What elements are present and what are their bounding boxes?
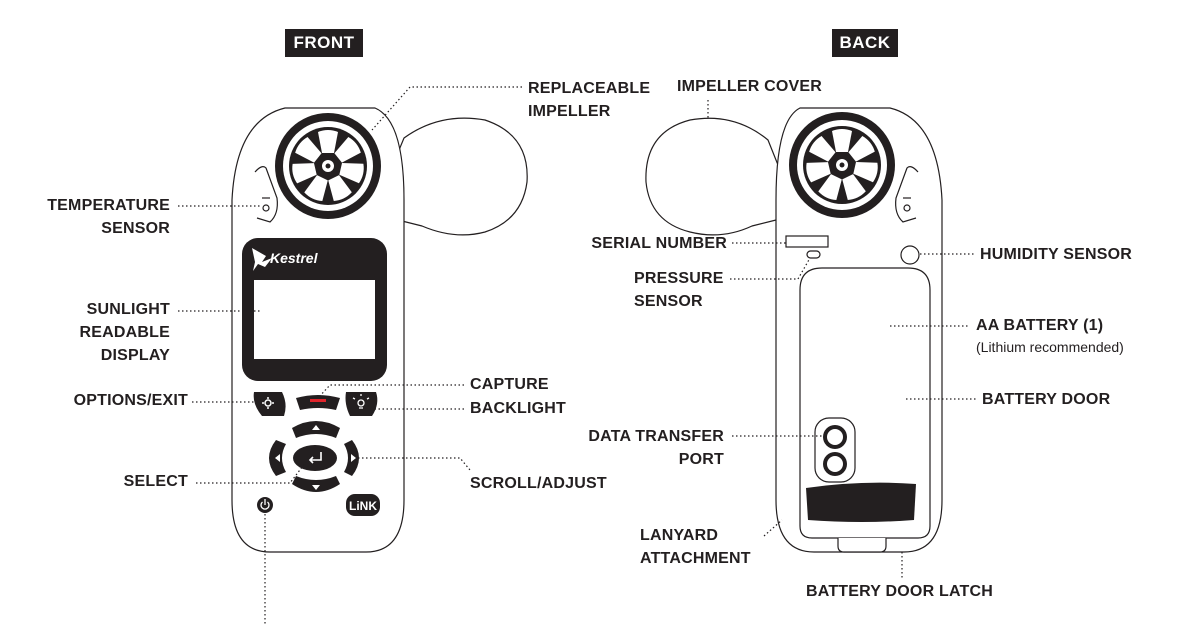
back-header: BACK [832, 29, 898, 57]
front-header: FRONT [285, 29, 363, 57]
enter-icon [308, 452, 322, 464]
power-icon [260, 499, 270, 510]
capture-button[interactable] [296, 395, 340, 410]
temperature-sensor-icon [254, 166, 278, 223]
label-aa-battery: AA BATTERY (1) [976, 317, 1104, 334]
label-replaceable-impeller: REPLACEABLE IMPELLER [528, 80, 651, 120]
label-humidity-sensor: HUMIDITY SENSOR [980, 246, 1133, 263]
link-badge [346, 494, 380, 516]
label-options-exit: OPTIONS/EXIT [73, 392, 188, 409]
left-arrow-icon [275, 454, 280, 462]
back-impeller-icon [789, 112, 895, 218]
battery-door-latch-tab [837, 538, 887, 553]
front-impeller-icon [275, 113, 381, 219]
lightbulb-icon [352, 394, 370, 409]
humidity-sensor-port [900, 245, 920, 265]
capture-indicator [310, 399, 326, 402]
label-battery-door: BATTERY DOOR [982, 391, 1111, 408]
label-serial-number: SERIAL NUMBER [591, 235, 727, 252]
back-impeller-cover [645, 117, 797, 236]
label-lanyard-attachment: LANYARD ATTACHMENT [640, 527, 751, 567]
left-button[interactable] [269, 440, 286, 476]
label-backlight: BACKLIGHT [470, 400, 567, 417]
bird-logo-icon [252, 248, 272, 271]
pressure-sensor-port [806, 250, 821, 259]
down-arrow-icon [312, 485, 320, 490]
power-button[interactable] [257, 497, 273, 513]
battery-door-grip [806, 482, 916, 522]
label-select: SELECT [123, 473, 188, 490]
link-badge-text: LiNK [349, 499, 377, 513]
serial-number-plate [785, 235, 829, 248]
up-button[interactable] [292, 421, 340, 438]
right-button[interactable] [344, 440, 359, 476]
front-device: Kestrel [231, 107, 528, 553]
right-arrow-icon [351, 454, 356, 462]
brand-name: Kestrel [270, 250, 319, 266]
label-sunlight-display: SUNLIGHT READABLE DISPLAY [79, 301, 170, 364]
label-capture: CAPTURE [470, 376, 549, 393]
back-device [645, 107, 943, 553]
label-impeller-cover: IMPELLER COVER [677, 78, 823, 95]
display-screen [254, 280, 375, 359]
options-button[interactable] [253, 392, 286, 416]
backlight-button[interactable] [345, 392, 378, 416]
back-sensor-bracket-icon [895, 166, 919, 223]
gear-icon [262, 397, 274, 409]
select-button[interactable] [293, 445, 337, 471]
label-pressure-sensor: PRESSURE SENSOR [634, 270, 724, 310]
label-battery-door-latch: BATTERY DOOR LATCH [806, 583, 993, 600]
leader-lines [178, 86, 976, 624]
up-arrow-icon [312, 425, 320, 430]
label-aa-battery-note: (Lithium recommended) [976, 339, 1124, 355]
label-data-transfer-port: DATA TRANSFER PORT [588, 428, 724, 468]
label-temperature-sensor: TEMPERATURE SENSOR [47, 197, 170, 237]
label-scroll-adjust: SCROLL/ADJUST [470, 475, 607, 492]
down-button[interactable] [292, 476, 340, 492]
